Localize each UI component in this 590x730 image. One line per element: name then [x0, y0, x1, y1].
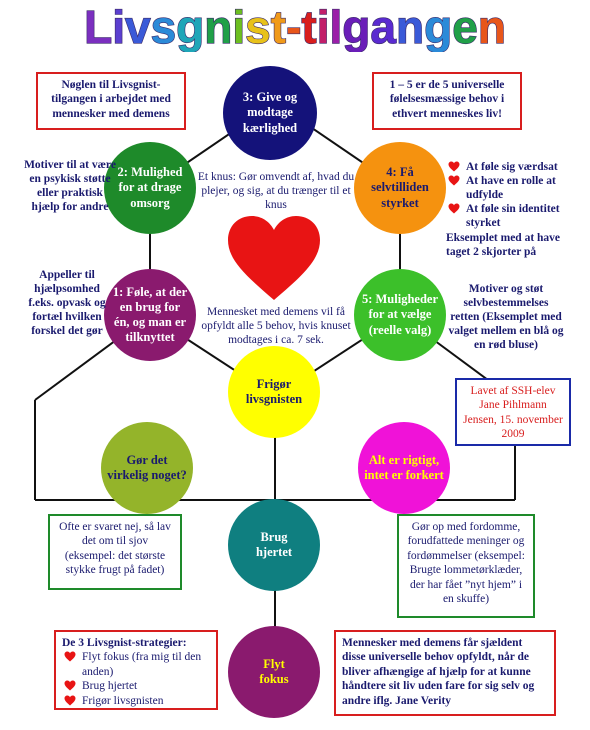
list-item: At have en rolle at udfylde: [446, 174, 574, 202]
circle-label-line: intet er forkert: [364, 468, 444, 482]
circle-label-line: Frigør: [256, 376, 292, 391]
circle-label-line: Gør det: [126, 452, 168, 467]
strategies-box: De 3 Livsgnist-strategier: Flyt fokus (f…: [54, 630, 218, 710]
prejudice-example-box: Gør op med fordomme, forudfattede mening…: [397, 514, 535, 618]
circle-label-line: styrket: [381, 195, 419, 210]
heart-bullet-icon: [448, 161, 460, 172]
list-item: Frigør livsgnisten: [62, 694, 210, 708]
feelings-list: At føle sig værdsat At have en rolle at u…: [446, 160, 574, 259]
circle-label-line: tilknyttet: [125, 330, 175, 345]
fun-example-box: Ofte er svaret nej, så lav det om til sj…: [48, 514, 182, 590]
strategies-heading: De 3 Livsgnist-strategier:: [62, 637, 187, 649]
list-item: At føle sin identitet styrket: [446, 202, 574, 230]
circle-label-line: Flyt: [263, 656, 285, 671]
list-item: Brug hjertet: [62, 679, 210, 693]
circle-label-line: selvtilliden: [371, 180, 429, 195]
rarely-fulfilled-box: Mennesker med demens får sjældent disse …: [334, 630, 556, 716]
circle-label-line: 3: Give og: [242, 90, 298, 105]
circle-label-line: omsorg: [130, 195, 170, 210]
circle-all-is-right: Alt er rigtigt,intet er forkert: [358, 422, 450, 514]
circle-label-line: kærlighed: [242, 120, 298, 135]
motivate-support-text: Motiver til at være en psykisk støtte el…: [24, 159, 116, 214]
heart-bullet-icon: [64, 651, 76, 662]
heart-bullet-icon: [64, 680, 76, 691]
hug-text: Et knus: Gør omvendt af, hvad du plejer,…: [197, 171, 355, 212]
list-item: Flyt fokus (fra mig til den anden): [62, 650, 210, 679]
circle-label-line: fokus: [259, 672, 289, 686]
circle-label-line: modtage: [247, 105, 293, 120]
svg-text:Livsgnist-tilgangen: Livsgnist-tilgangen: [84, 1, 506, 52]
list-item-label: Brug hjertet: [82, 680, 138, 693]
circle-label-line: (reelle valg): [368, 322, 432, 337]
circle-label-line: 2: Mulighed: [117, 165, 183, 180]
universal-needs-box: 1 – 5 er de 5 universelle følelsesmæssig…: [372, 72, 522, 130]
circle-label-line: for at drage: [118, 180, 182, 195]
five-needs-text: Mennesket med demens vil få opfyldt alle…: [201, 306, 351, 347]
circle-label-line: livsgnisten: [245, 392, 303, 406]
circle-label-line: 5: Muligheder: [361, 292, 439, 307]
heart-icon: [228, 216, 320, 300]
key-box: Nøglen til Livsgnist-tilgangen i arbejde…: [36, 72, 186, 130]
circle-label-line: Alt er rigtigt,: [368, 452, 440, 467]
self-determination-text: Motiver og støt selvbestemmelses retten …: [448, 283, 564, 352]
list-item: At føle sig værdsat: [446, 160, 574, 174]
appeal-helpfulness-text: Appeller til hjælpsomhed f.eks. opvask o…: [28, 269, 106, 338]
circle-label-line: 4: Få: [386, 165, 414, 180]
circle-label-line: virkelig noget?: [107, 468, 187, 482]
shirts-example: Eksemplet med at have taget 2 skjorter p…: [446, 232, 561, 259]
diagram-title: Livsgnist-tilgangen: [83, 0, 506, 52]
heart-bullet-icon: [448, 175, 460, 186]
circle-label-line: én, og man er: [113, 315, 187, 329]
list-item-label: At føle sin identitet styrket: [466, 203, 560, 230]
circle-label-line: for at vælge: [368, 307, 432, 322]
author-credit-box: Lavet af SSH-elev Jane Pihlmann Jensen, …: [455, 378, 571, 446]
circle-label-line: en brug for: [119, 299, 181, 314]
circle-label-line: hjertet: [255, 545, 293, 559]
heart-bullet-icon: [64, 695, 76, 705]
circle-label-line: Brug: [260, 529, 288, 544]
list-item-label: At have en rolle at udfylde: [466, 175, 556, 202]
list-item-label: At føle sig værdsat: [466, 161, 558, 173]
heart-bullet-icon: [448, 203, 460, 214]
list-item-label: Flyt fokus (fra mig til den anden): [82, 651, 202, 678]
circle-label-line: 1: Føle, at der: [112, 284, 188, 299]
list-item-label: Frigør livsgnisten: [82, 694, 164, 707]
